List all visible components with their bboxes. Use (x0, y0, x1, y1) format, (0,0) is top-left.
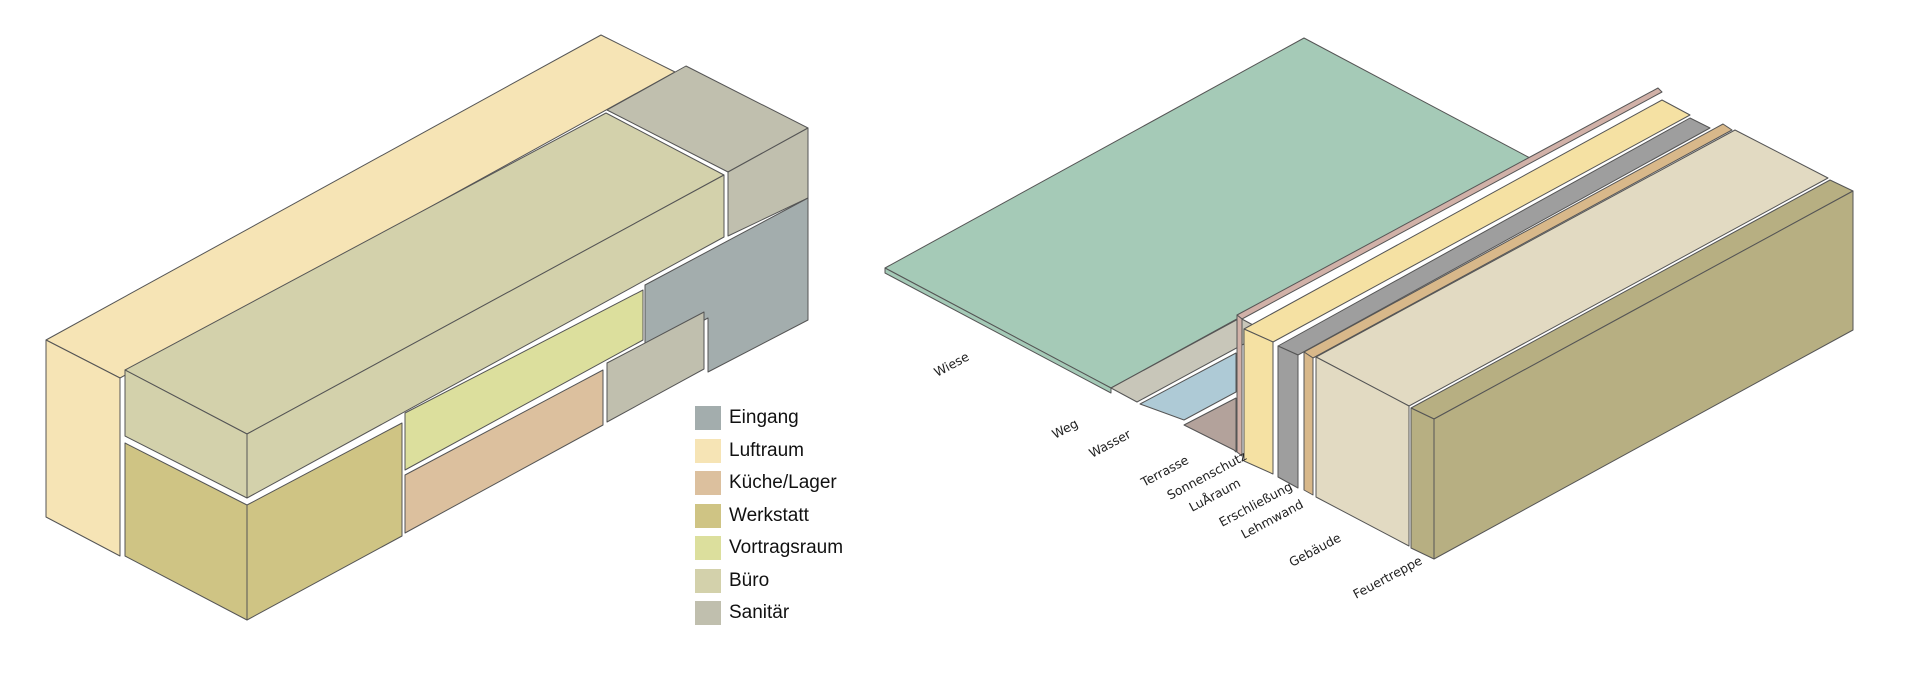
label-gebaeude: Gebäude (1286, 530, 1343, 570)
legend-item-eingang: Eingang (695, 402, 843, 435)
legend-item-luftraum: Luftraum (695, 435, 843, 468)
legend-label: Küche/Lager (729, 472, 837, 494)
legend-item-vortragsraum: Vortragsraum (695, 532, 843, 565)
left-building-diagram (45, 34, 809, 621)
swatch-sanitaer (695, 601, 721, 626)
swatch-vortragsraum (695, 536, 721, 561)
vortragsraum-front (404, 289, 644, 471)
erschliessung-front (1277, 345, 1299, 489)
legend-item-buero: Büro (695, 565, 843, 598)
swatch-werkstatt (695, 503, 721, 528)
gebaeude-front (1315, 356, 1410, 547)
feuertreppe-front (1433, 190, 1854, 560)
lehmwand-front (1303, 351, 1314, 496)
legend-label: Werkstatt (729, 504, 809, 526)
luftraum-layer-front (1243, 328, 1274, 475)
legend-label: Vortragsraum (729, 537, 844, 559)
legend: Eingang Luftraum Küche/Lager Werkstatt V… (695, 402, 843, 630)
terrasse-top (1183, 397, 1237, 453)
wasser-top (1139, 352, 1237, 421)
werkstatt-front (246, 422, 403, 621)
swatch-eingang (695, 406, 721, 431)
legend-item-kueche-lager: Küche/Lager (695, 467, 843, 500)
legend-label: Luftraum (729, 439, 804, 461)
label-wiese: Wiese (931, 349, 971, 380)
feuertreppe-left (1410, 407, 1435, 560)
legend-label: Eingang (729, 407, 799, 429)
swatch-luftraum (695, 438, 721, 463)
label-wasser: Wasser (1086, 426, 1134, 461)
swatch-buero (695, 568, 721, 593)
wiese-edge (884, 267, 1112, 394)
label-feuertreppe: Feuertreppe (1350, 553, 1424, 602)
legend-item-sanitaer: Sanitär (695, 597, 843, 630)
right-layer-diagram (884, 37, 1854, 560)
legend-label: Sanitär (729, 602, 790, 624)
label-weg: Weg (1049, 416, 1080, 442)
buero-front (246, 174, 725, 499)
sonnenschutz-front (1236, 314, 1243, 457)
sanitaer-lower-front (606, 311, 705, 423)
swatch-kueche-lager (695, 471, 721, 496)
luftraum-front (45, 339, 121, 557)
legend-item-werkstatt: Werkstatt (695, 500, 843, 533)
kueche-lager-front (404, 369, 604, 534)
legend-label: Büro (729, 569, 770, 591)
